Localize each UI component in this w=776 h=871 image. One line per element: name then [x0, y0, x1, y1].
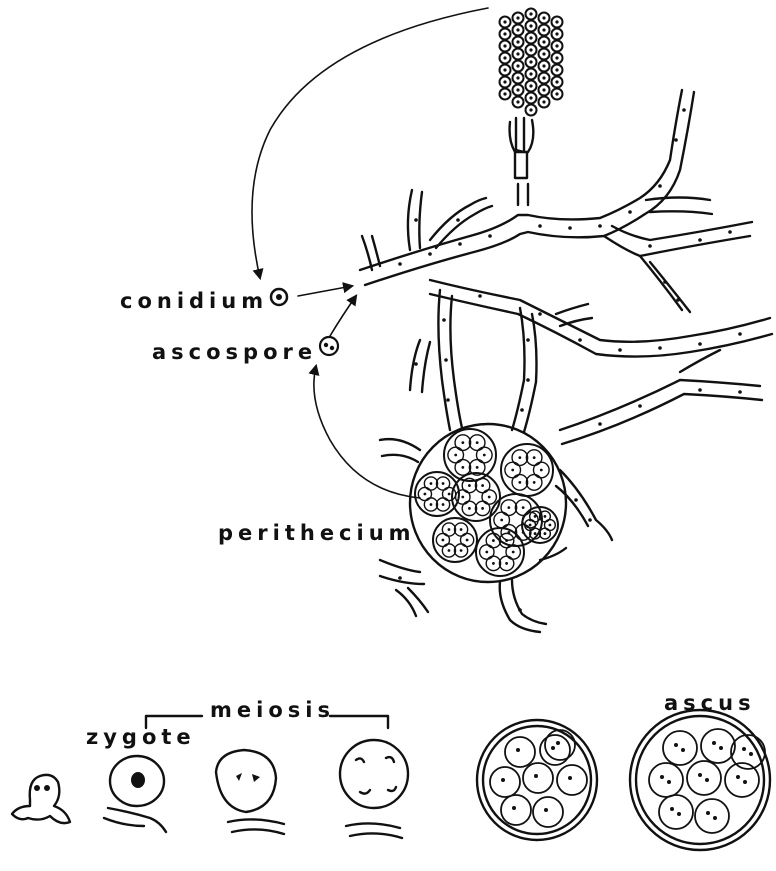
conidium-label: conidium: [120, 289, 268, 313]
stage-first-division-cell: [216, 750, 284, 834]
stage-mature-ascus: [630, 710, 770, 850]
perithecium-body: [410, 424, 566, 582]
zygote-label: zygote: [86, 725, 196, 749]
stage-zygote-cell: [104, 756, 166, 832]
stage-eight-spore-ascus: [477, 720, 597, 840]
arrow-conidium-to-hypha: [298, 286, 352, 296]
arrow-ascospore-to-hypha: [330, 296, 356, 336]
meiosis-label: meiosis: [210, 698, 335, 722]
stage-second-division-cell: [340, 740, 408, 838]
perithecium-asci: [415, 429, 558, 576]
cycle-arrows: [252, 8, 488, 498]
stage-fusion-cell: [12, 775, 70, 823]
conidia-chains: [500, 9, 563, 116]
conidiophore: [500, 9, 563, 206]
ascospore-label: ascospore: [152, 340, 317, 364]
ascospore-icon: [320, 337, 338, 355]
mycelium-hyphae: [360, 90, 772, 632]
arrow-conidiophore-to-conidium: [252, 8, 488, 278]
perithecium-label: perithecium: [218, 521, 416, 545]
conidium-icon: [271, 289, 287, 305]
arrow-perithecium-to-ascospore: [314, 366, 420, 498]
